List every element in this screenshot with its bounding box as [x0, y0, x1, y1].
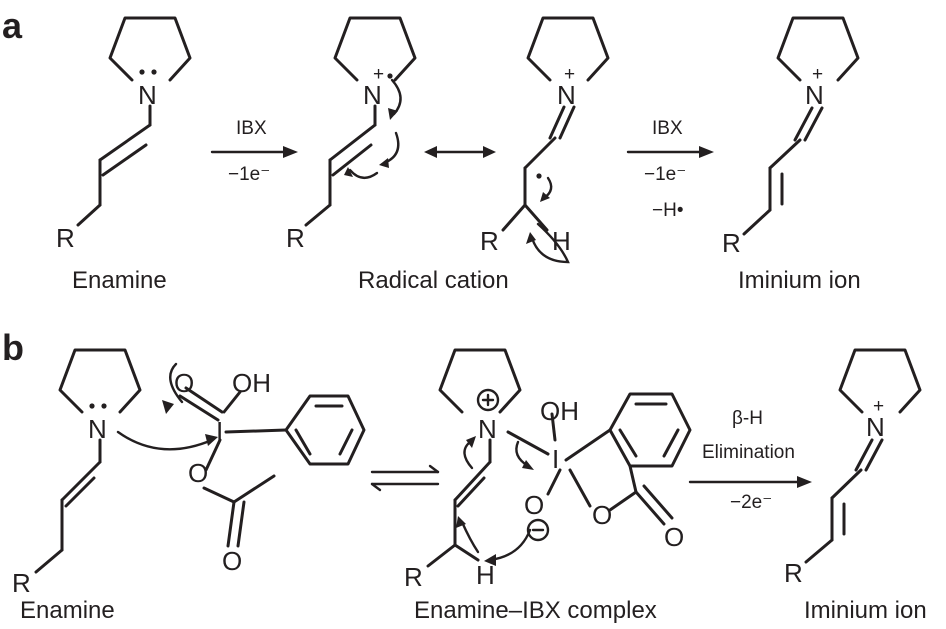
reaction-arrow-b: [688, 476, 812, 488]
charge-plus: +: [564, 64, 575, 85]
atom-r: R: [722, 228, 741, 258]
panel-a-label: a: [2, 5, 23, 46]
radical-cation-structure: N + R: [286, 16, 417, 253]
equilibrium-arrow: [370, 464, 440, 492]
condition-label: Elimination: [702, 442, 795, 463]
atom-oh: OH: [540, 396, 579, 426]
resonance-form-structure: N + R H: [480, 16, 610, 264]
caption-radical-cation: Radical cation: [358, 267, 509, 294]
atom-oh: OH: [232, 368, 271, 398]
condition-label: β-H: [732, 408, 763, 429]
iminium-a-structure: N + R: [722, 16, 860, 258]
atom-o: O: [188, 458, 208, 488]
atom-n: N: [557, 80, 576, 110]
reagent-label: IBX: [236, 118, 267, 139]
caption-iminium-b: Iminium ion: [804, 597, 927, 624]
atom-h: H: [552, 226, 571, 256]
atom-o: O: [592, 500, 612, 530]
reagent-label: IBX: [652, 118, 683, 139]
enamine-ibx-complex-structure: N OH I O O O R H: [404, 348, 692, 592]
atom-r: R: [784, 558, 803, 588]
atom-r: R: [12, 568, 31, 598]
atom-o: O: [222, 546, 242, 576]
caption-enamine-b: Enamine: [20, 597, 115, 624]
atom-r: R: [286, 223, 305, 253]
condition-label: −1e⁻: [644, 164, 686, 185]
atom-n: N: [805, 80, 824, 110]
caption-complex: Enamine–IBX complex: [414, 597, 657, 624]
charge-plus: +: [812, 64, 823, 85]
atom-o: O: [524, 490, 544, 520]
condition-label: −H•: [652, 200, 683, 221]
atom-n: N: [88, 414, 107, 444]
atom-n: N: [138, 80, 157, 110]
enamine-b-structure: N R: [12, 348, 218, 598]
atom-i: I: [216, 416, 223, 446]
condition-label: −2e⁻: [730, 492, 772, 513]
atom-n: N: [478, 414, 497, 444]
ibx-structure: O OH I O O: [162, 362, 366, 576]
atom-o: O: [664, 522, 684, 552]
condition-label: −1e⁻: [228, 164, 270, 185]
atom-r: R: [404, 562, 423, 592]
atom-o: O: [174, 368, 194, 398]
caption-enamine-a: Enamine: [72, 267, 167, 294]
enamine-a-structure: N R: [56, 16, 192, 253]
reaction-arrow-a2: [626, 146, 714, 158]
reaction-arrow-a1: [210, 146, 298, 158]
charge-plus: +: [873, 396, 884, 417]
atom-r: R: [56, 223, 75, 253]
atom-n: N: [363, 80, 382, 110]
charge-plus: +: [373, 64, 384, 85]
panel-b-label: b: [2, 327, 24, 368]
atom-i: I: [552, 444, 559, 474]
atom-n: N: [866, 412, 885, 442]
atom-h: H: [476, 560, 495, 590]
atom-r: R: [480, 226, 499, 256]
caption-iminium-a: Iminium ion: [738, 267, 861, 294]
iminium-b-structure: N + R: [784, 348, 922, 588]
resonance-arrow: [424, 146, 496, 158]
